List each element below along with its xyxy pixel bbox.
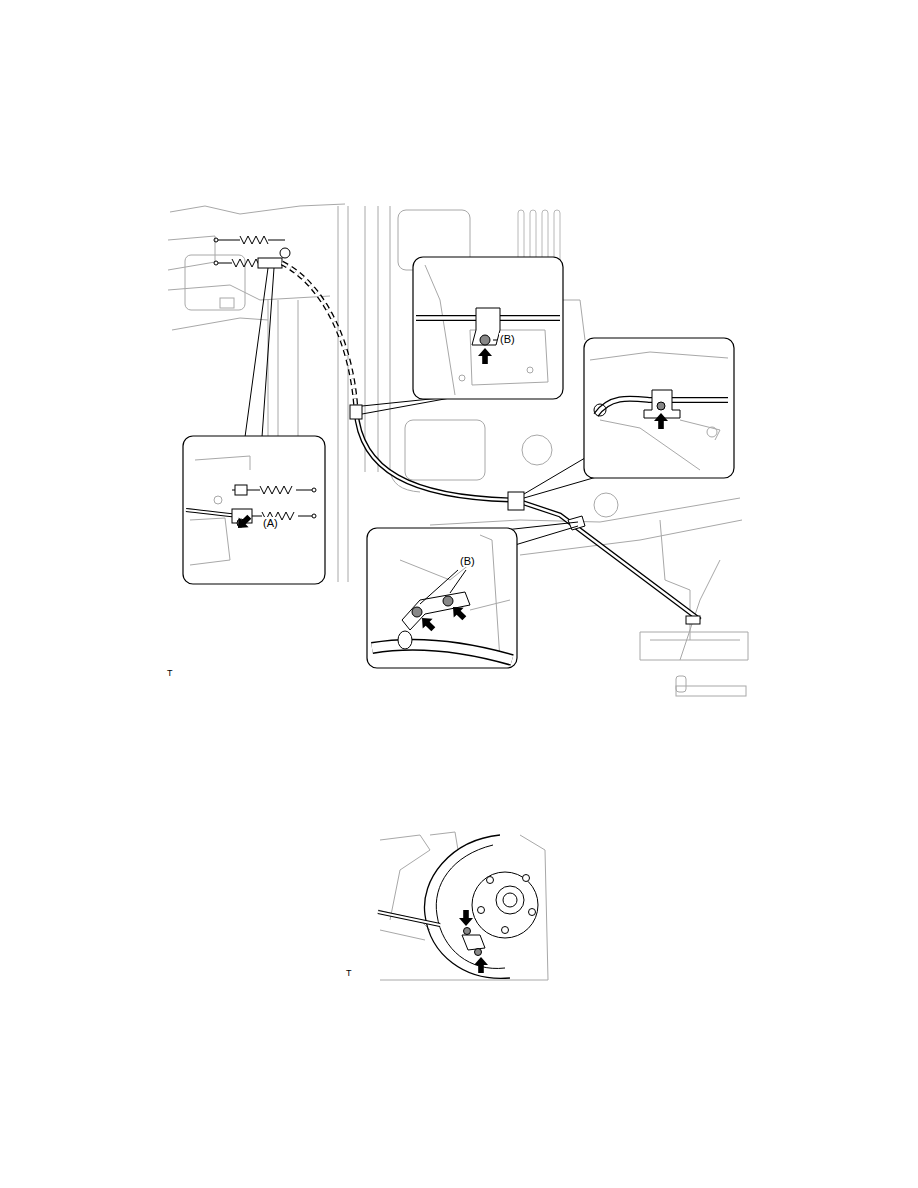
torque-mark: T: [345, 969, 353, 979]
callout-letter: (B): [459, 555, 476, 567]
callout-letter: (A): [262, 517, 279, 529]
callout-letter: (B): [499, 333, 516, 345]
torque-mark: T: [166, 669, 174, 679]
